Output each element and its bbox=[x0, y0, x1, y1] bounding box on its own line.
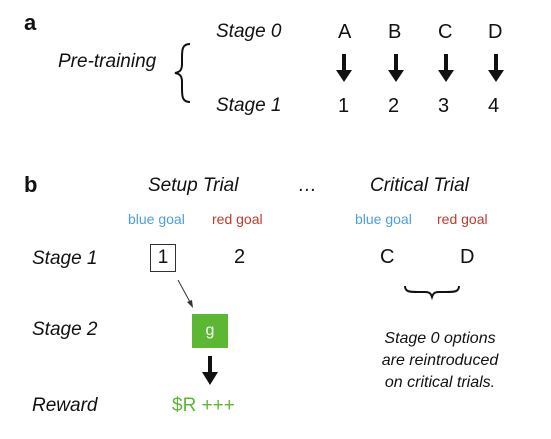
ellipsis: … bbox=[298, 175, 317, 196]
setup-red-goal: red goal bbox=[212, 211, 263, 227]
arrow-to-reward bbox=[202, 356, 218, 385]
stage2-label: Stage 2 bbox=[32, 319, 98, 340]
stage1-item-3: 3 bbox=[438, 95, 450, 117]
stage1-item-2: 2 bbox=[388, 95, 400, 117]
stage0-item-c: C bbox=[438, 21, 453, 43]
setup-trial-title: Setup Trial bbox=[148, 175, 239, 196]
arrow-c-to-3 bbox=[438, 54, 454, 82]
critical-red-goal: red goal bbox=[437, 211, 488, 227]
reward-text: $R +++ bbox=[172, 395, 235, 416]
panel-b-label: b bbox=[24, 172, 38, 197]
critical-trial-title: Critical Trial bbox=[370, 175, 469, 196]
panel-a-label: a bbox=[24, 10, 37, 35]
setup-stage1-option-2: 2 bbox=[234, 246, 246, 268]
setup-blue-goal: blue goal bbox=[128, 211, 185, 227]
pretraining-label: Pre-training bbox=[58, 51, 157, 72]
stage1-label-b: Stage 1 bbox=[32, 248, 98, 269]
critical-blue-goal: blue goal bbox=[355, 211, 412, 227]
transition-arrow bbox=[177, 279, 193, 308]
pretraining-brace bbox=[174, 43, 191, 103]
stage0-item-d: D bbox=[488, 21, 503, 43]
arrow-a-to-1 bbox=[336, 54, 352, 82]
note-line-3: on critical trials. bbox=[384, 374, 496, 391]
reward-label: Reward bbox=[32, 395, 98, 416]
stage0-label: Stage 0 bbox=[216, 21, 282, 42]
arrow-d-to-4 bbox=[488, 54, 504, 82]
note-line-2: are reintroduced bbox=[381, 352, 499, 369]
critical-brace bbox=[404, 285, 460, 301]
critical-option-c: C bbox=[380, 246, 395, 268]
stage0-item-a: A bbox=[338, 21, 352, 43]
stage1-label-a: Stage 1 bbox=[216, 95, 282, 116]
critical-option-d: D bbox=[460, 246, 475, 268]
stage1-item-1: 1 bbox=[338, 95, 350, 117]
setup-stage2-option-box: g bbox=[192, 314, 228, 348]
note-line-1: Stage 0 options bbox=[384, 330, 496, 347]
stage0-item-b: B bbox=[388, 21, 402, 43]
arrow-b-to-2 bbox=[388, 54, 404, 82]
setup-stage1-boxed-option: 1 bbox=[150, 244, 176, 272]
stage1-item-4: 4 bbox=[488, 95, 500, 117]
